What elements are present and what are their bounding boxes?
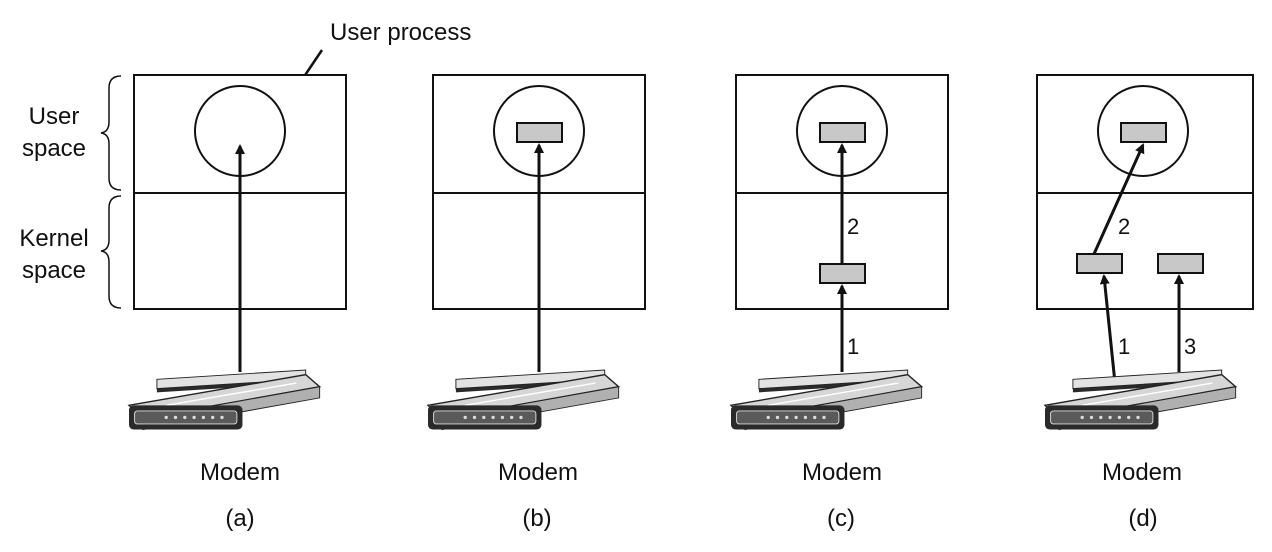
user-buffer bbox=[819, 122, 866, 143]
panel-caption: (a) bbox=[225, 505, 254, 532]
modem-icon bbox=[427, 369, 620, 431]
kernel-space-box bbox=[1036, 192, 1254, 310]
panel-d: 2 1 3 Modem (d) bbox=[1036, 74, 1254, 532]
modem-icon bbox=[730, 369, 923, 431]
modem-label: Modem bbox=[200, 459, 280, 486]
modem-to-kernel-arrow-1 bbox=[1099, 274, 1117, 384]
kernel-buffer bbox=[819, 263, 866, 284]
step-label-2: 2 bbox=[1118, 214, 1130, 239]
kernel-space-brace bbox=[100, 195, 122, 309]
modem-label: Modem bbox=[1102, 459, 1182, 486]
panel-caption: (c) bbox=[827, 505, 855, 532]
kernel-space-label-line1: Kernel bbox=[19, 225, 88, 252]
user-process-circle bbox=[1097, 85, 1189, 177]
modem-icon bbox=[1044, 369, 1237, 431]
step-label-1: 1 bbox=[847, 334, 859, 359]
user-space-label-line2: space bbox=[22, 135, 86, 162]
panel-c: 2 1 Modem (c) bbox=[730, 74, 949, 532]
step-label-2: 2 bbox=[847, 214, 859, 239]
kernel-to-user-arrow bbox=[1092, 143, 1145, 255]
user-process-label: User process bbox=[330, 19, 471, 46]
modem-label: Modem bbox=[498, 459, 578, 486]
panel-b: Modem (b) bbox=[427, 74, 646, 532]
user-buffer bbox=[1120, 122, 1167, 143]
panel-caption: (b) bbox=[522, 505, 551, 532]
user-buffer bbox=[516, 122, 563, 143]
user-space-label-line1: User bbox=[29, 103, 80, 130]
kernel-buffer-1 bbox=[1076, 253, 1123, 274]
user-space-brace bbox=[100, 75, 122, 191]
panel-caption: (d) bbox=[1128, 505, 1157, 532]
modem-icon bbox=[128, 369, 321, 431]
kernel-space-label-line2: space bbox=[22, 257, 86, 284]
kernel-buffer-2 bbox=[1157, 253, 1204, 274]
step-label-3: 3 bbox=[1184, 334, 1196, 359]
modem-label: Modem bbox=[802, 459, 882, 486]
step-label-1: 1 bbox=[1118, 334, 1130, 359]
panel-a: Modem (a) bbox=[128, 74, 347, 532]
